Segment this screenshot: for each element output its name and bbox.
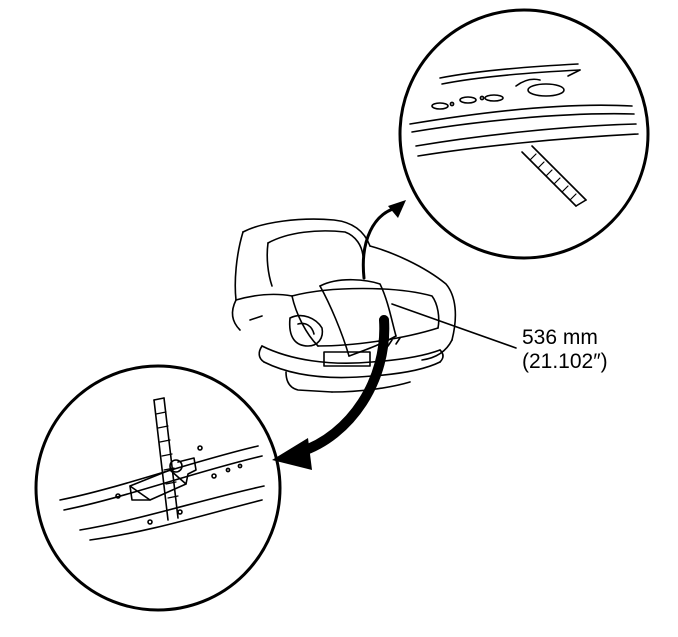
lower-detail-view <box>34 364 282 612</box>
arrow-to-upper-detail <box>361 200 406 280</box>
upper-detail-view <box>398 8 650 260</box>
measurement-imperial-label: (21.102″) <box>522 350 608 373</box>
measurement-leader-line <box>391 303 517 349</box>
measurement-metric-label: 536 mm <box>522 326 598 349</box>
car-rear-view <box>231 218 457 393</box>
arrow-to-lower-detail <box>272 315 390 470</box>
